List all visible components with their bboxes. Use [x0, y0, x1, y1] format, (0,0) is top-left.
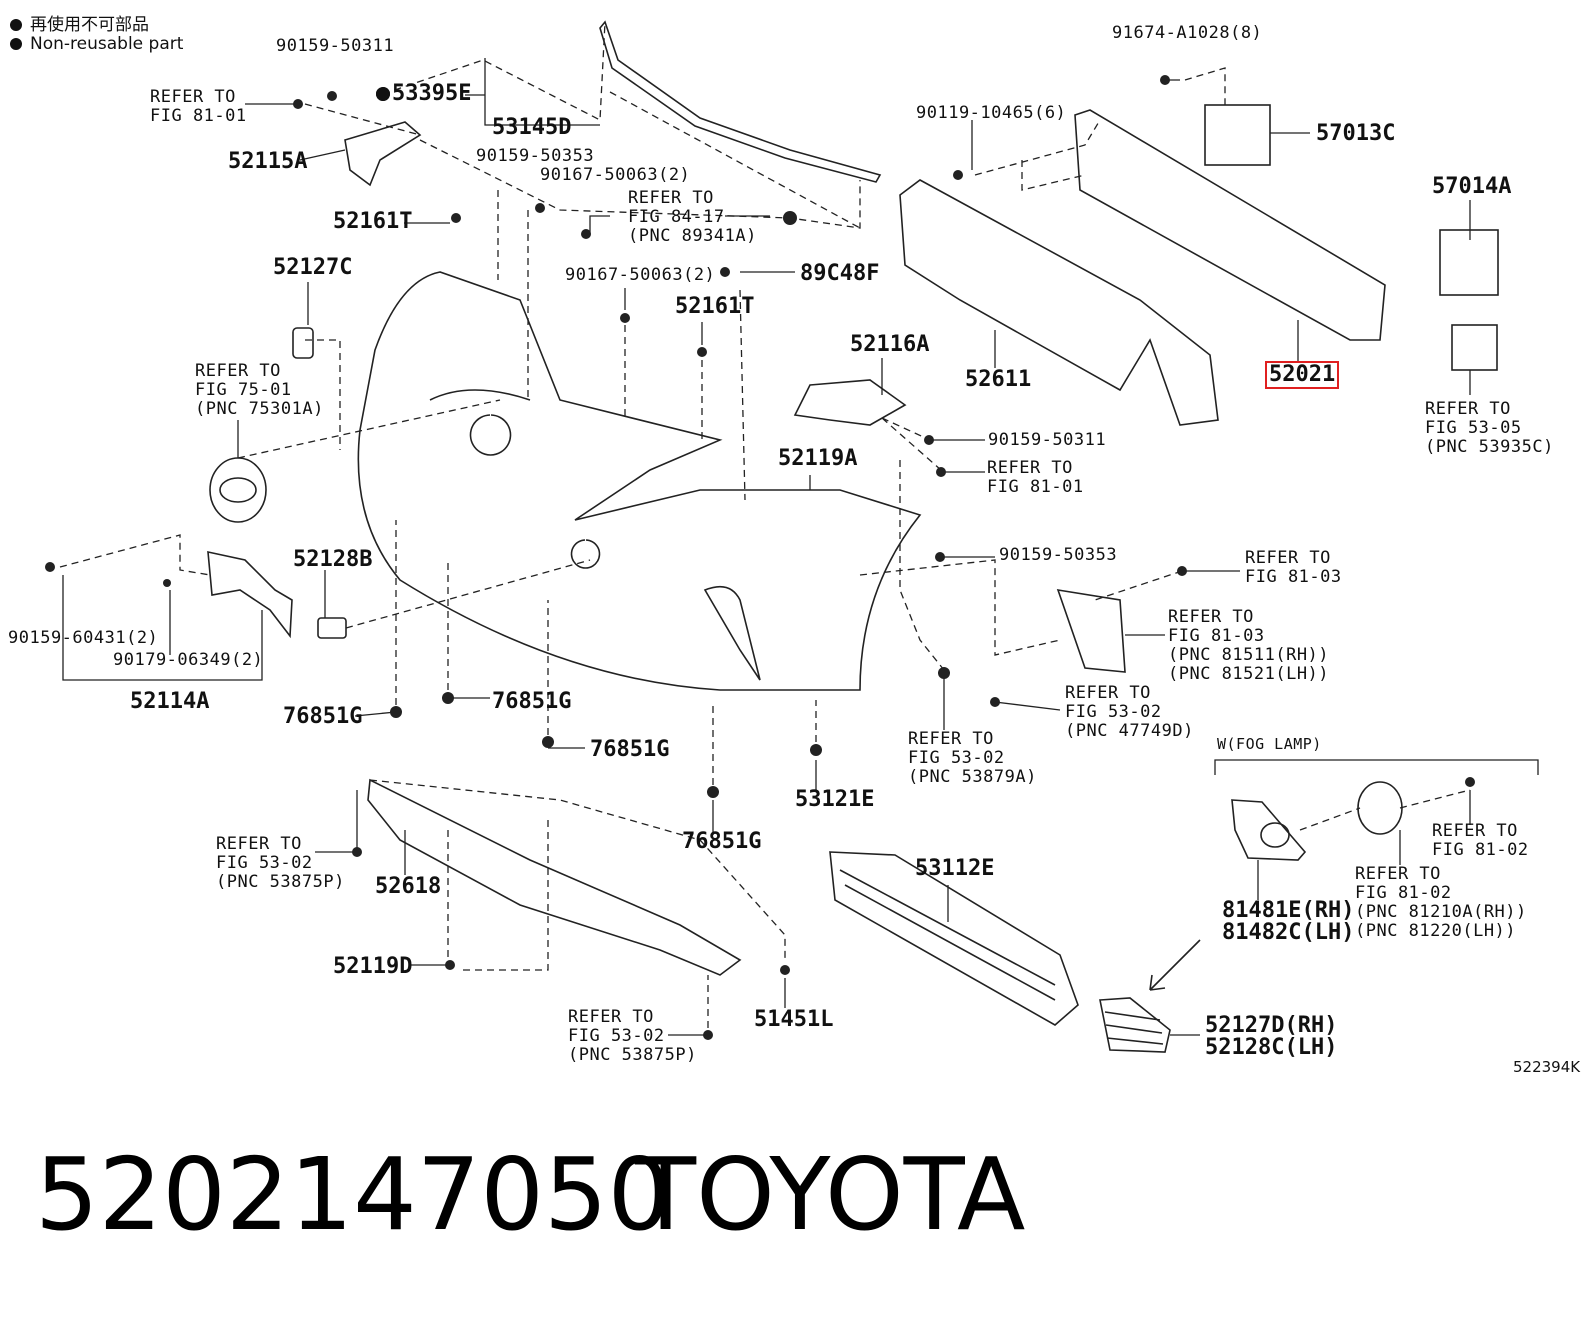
- bumper-cover-52119a: [357, 271, 922, 691]
- label-57014a: 57014A: [1432, 174, 1512, 199]
- bullet-icon: [10, 38, 22, 50]
- label-52116a: 52116A: [850, 332, 930, 357]
- fog-bezel-81481e: [1231, 799, 1307, 861]
- label-52127d: 52127D(RH) 52128C(LH): [1205, 1013, 1338, 1060]
- cover-81511: [1056, 588, 1126, 673]
- label-90159-60431: 90159-60431(2): [8, 628, 159, 648]
- leader-lines: [62, 58, 1539, 1036]
- label-76851g-b: 76851G: [492, 689, 572, 714]
- label-refer-fig-81-01-b: REFER TO FIG 81-01: [987, 458, 1084, 497]
- label-76851g-d: 76851G: [682, 829, 762, 854]
- diagram-code: 522394K: [1513, 1058, 1581, 1076]
- label-refer-fig-53-02-d: REFER TO FIG 53-02 (PNC 53875P): [568, 1007, 697, 1065]
- label-90159-50353: 90159-50353: [476, 146, 595, 166]
- cap-52128b: [317, 617, 347, 639]
- label-76851g-c: 76851G: [590, 737, 670, 762]
- label-81481e: 81481E(RH) 81482C(LH): [1222, 898, 1355, 945]
- label-52119a: 52119A: [778, 446, 858, 471]
- label-76851g-a: 76851G: [283, 704, 363, 729]
- bracket-52115a: [344, 121, 422, 187]
- label-53145d: 53145D: [492, 115, 572, 140]
- label-90167-50063: 90167-50063(2): [540, 165, 691, 185]
- fog-lamp-81210a: [1357, 781, 1403, 835]
- emblem: [209, 457, 267, 523]
- bullet-icon: [10, 19, 22, 31]
- label-89c48f: 89C48F: [800, 261, 880, 286]
- arrow-icon: [1149, 939, 1201, 991]
- label-53395e: 53395E: [376, 82, 471, 106]
- bracket-57014a: [1439, 229, 1499, 296]
- legend-non-reusable: Non-reusable part: [10, 34, 183, 54]
- label-52119d: 52119D: [333, 954, 413, 979]
- label-90159-50353-b: 90159-50353: [999, 545, 1118, 565]
- label-refer-fig-81-02-b: REFER TO FIG 81-02 (PNC 81210A(RH)) (PNC…: [1355, 864, 1527, 941]
- label-refer-fig-53-02-a: REFER TO FIG 53-02 (PNC 47749D): [1065, 683, 1194, 741]
- label-52114a: 52114A: [130, 689, 210, 714]
- label-52128b: 52128B: [293, 547, 373, 572]
- label-fog-lamp-group: W(FOG LAMP): [1217, 735, 1322, 753]
- brand: TOYOTA: [635, 1136, 1026, 1253]
- label-91674-a1028: 91674-A1028(8): [1112, 23, 1263, 43]
- part-number: 5202147050: [35, 1136, 672, 1253]
- grille-53112e: [829, 851, 1079, 1026]
- cap-52127c: [292, 327, 314, 359]
- label-53121e: 53121E: [795, 787, 875, 812]
- reinforcement-52021: [1074, 109, 1386, 341]
- label-57013c: 57013C: [1316, 121, 1396, 146]
- label-90167-50063-b: 90167-50063(2): [565, 265, 716, 285]
- label-52127c: 52127C: [273, 255, 353, 280]
- molding-53145d: [599, 20, 882, 183]
- assembly-lines: [59, 21, 1471, 1028]
- label-refer-fig-81-01: REFER TO FIG 81-01: [150, 87, 247, 126]
- label-52611: 52611: [965, 367, 1032, 392]
- label-90159-50311-b: 90159-50311: [988, 430, 1107, 450]
- cover-52127d: [1099, 997, 1171, 1053]
- support-52618: [367, 778, 742, 976]
- label-52021-highlighted: 52021: [1265, 361, 1340, 389]
- label-52161t-b: 52161T: [675, 294, 755, 319]
- label-90119-10465: 90119-10465(6): [916, 103, 1067, 123]
- label-52115a: 52115A: [228, 149, 308, 174]
- label-refer-fig-53-02-c: REFER TO FIG 53-02 (PNC 53875P): [216, 834, 345, 892]
- non-reusable-bullet-icon: [376, 87, 390, 101]
- label-refer-fig-84-17: REFER TO FIG 84-17 (PNC 89341A): [628, 188, 757, 246]
- label-90179-06349: 90179-06349(2): [113, 650, 264, 670]
- label-refer-fig-81-02-a: REFER TO FIG 81-02: [1432, 821, 1529, 860]
- bracket-57013c: [1204, 104, 1271, 166]
- label-52161t: 52161T: [333, 209, 413, 234]
- retainer-53935c: [1451, 324, 1498, 371]
- legend-japanese: 再使用不可部品: [10, 10, 149, 35]
- label-refer-fig-53-05: REFER TO FIG 53-05 (PNC 53935C): [1425, 399, 1554, 457]
- bracket-52114a: [207, 550, 293, 639]
- label-53112e: 53112E: [915, 856, 995, 881]
- label-refer-fig-75-01: REFER TO FIG 75-01 (PNC 75301A): [195, 361, 324, 419]
- bracket-52116a: [793, 379, 907, 426]
- label-refer-fig-81-03-b: REFER TO FIG 81-03 (PNC 81511(RH)) (PNC …: [1168, 607, 1330, 684]
- label-52618: 52618: [375, 874, 442, 899]
- label-51451l: 51451L: [754, 1007, 834, 1032]
- label-refer-fig-81-03: REFER TO FIG 81-03: [1245, 548, 1342, 587]
- label-refer-fig-53-02-b: REFER TO FIG 53-02 (PNC 53879A): [908, 729, 1037, 787]
- absorber-52611: [899, 179, 1219, 426]
- label-90159-50311: 90159-50311: [276, 36, 395, 56]
